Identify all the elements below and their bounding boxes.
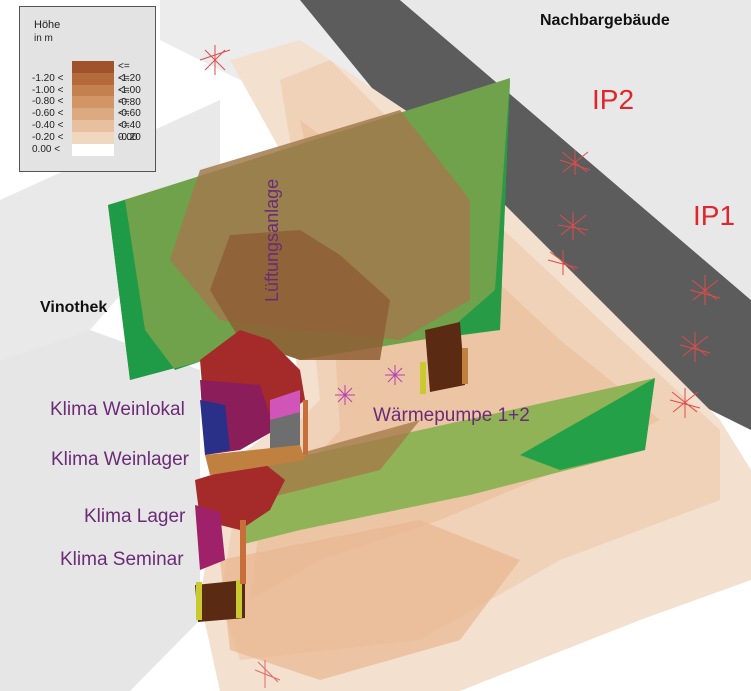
legend: Höhe in m <= -1.20-1.20 <<= -1.00-1.00 <… [19, 6, 156, 172]
seminar-post-right [236, 580, 242, 618]
legend-row: -1.20 < <= -1.00 [20, 72, 155, 96]
legend-row: -0.80 < <= -0.60 [20, 96, 155, 119]
legend-unit: in m [34, 33, 53, 44]
legend-low-value: -0.80 < [32, 96, 64, 108]
legend-swatch [72, 131, 114, 144]
ground-marker [254, 660, 281, 688]
legend-row: -0.40 < <= -0.20 [20, 120, 155, 143]
legend-swatch [72, 96, 114, 109]
legend-low-value: -1.20 < [32, 72, 64, 84]
legend-high-value: 0.00 [118, 131, 138, 143]
label-klima-weinlager: Klima Weinlager [51, 449, 189, 470]
ground-plane-lower-left [0, 330, 200, 691]
facet-pink [270, 390, 300, 420]
legend-low-value: 0.00 < [32, 143, 61, 155]
label-heat-pump: Wärmepumpe 1+2 [373, 405, 530, 426]
facade-edge-green [108, 200, 205, 380]
seminar-unit [195, 580, 245, 622]
legend-low-value: -0.60 < [32, 108, 64, 120]
facet-magenta [195, 505, 225, 570]
legend-row: 0.00 < [20, 143, 155, 156]
noise-source-markers [199, 45, 721, 418]
legend-swatch [72, 84, 114, 97]
heatpump-post-2 [462, 348, 468, 384]
label-neighbor-building: Nachbargebäude [540, 12, 670, 29]
legend-high-value: <= -0.40 [118, 108, 141, 132]
legend-low-value: -1.00 < [32, 84, 64, 96]
neighbor-building-wall [300, 0, 751, 430]
legend-row: <= -1.20 [20, 61, 155, 84]
label-klima-seminar: Klima Seminar [60, 549, 184, 570]
legend-low-value: -0.40 < [32, 120, 64, 131]
legend-low-value: -0.20 < [32, 131, 64, 143]
legend-row: -0.60 < <= -0.40 [20, 108, 155, 131]
legend-row: -1.00 < <= -0.80 [20, 84, 155, 108]
legend-high-value: <= -1.00 [118, 72, 141, 96]
seminar-post-left [196, 582, 202, 620]
pipe-lueftung [303, 400, 308, 455]
label-ip1: IP1 [693, 200, 736, 231]
legend-high-value: <= -0.60 [118, 96, 141, 120]
legend-swatch [72, 72, 114, 85]
legend-swatch [72, 108, 114, 121]
label-ventilation: Lüftungsanlage [262, 178, 282, 302]
legend-high-value: <= -0.20 [118, 120, 141, 143]
facade-grid-lower [240, 378, 655, 545]
source-marker-purple [335, 365, 405, 405]
ground-plane-left [0, 100, 220, 360]
label-ip2: IP2 [592, 84, 635, 115]
label-klima-weinlokal: Klima Weinlokal [50, 399, 185, 420]
legend-swatch [72, 143, 114, 156]
legend-row: -0.20 < 0.00 [20, 131, 155, 144]
heat-pump-unit [425, 322, 465, 392]
unit-weinlager [205, 445, 305, 475]
pipe-seminar [240, 520, 246, 584]
facet-grey [270, 412, 300, 450]
legend-swatch [72, 61, 114, 73]
label-klima-lager: Klima Lager [84, 506, 186, 527]
legend-high-value: <= -1.20 [118, 61, 141, 84]
legend-swatch [72, 120, 114, 132]
legend-high-value: <= -0.80 [118, 84, 141, 108]
legend-title: Höhe [34, 19, 61, 31]
facade-lower-green [520, 378, 655, 470]
label-vinothek: Vinothek [40, 299, 108, 316]
facet-blue [200, 400, 230, 455]
facade-contour-2 [210, 230, 390, 360]
noise-zone-lower [220, 520, 520, 680]
heatpump-post [420, 362, 426, 394]
